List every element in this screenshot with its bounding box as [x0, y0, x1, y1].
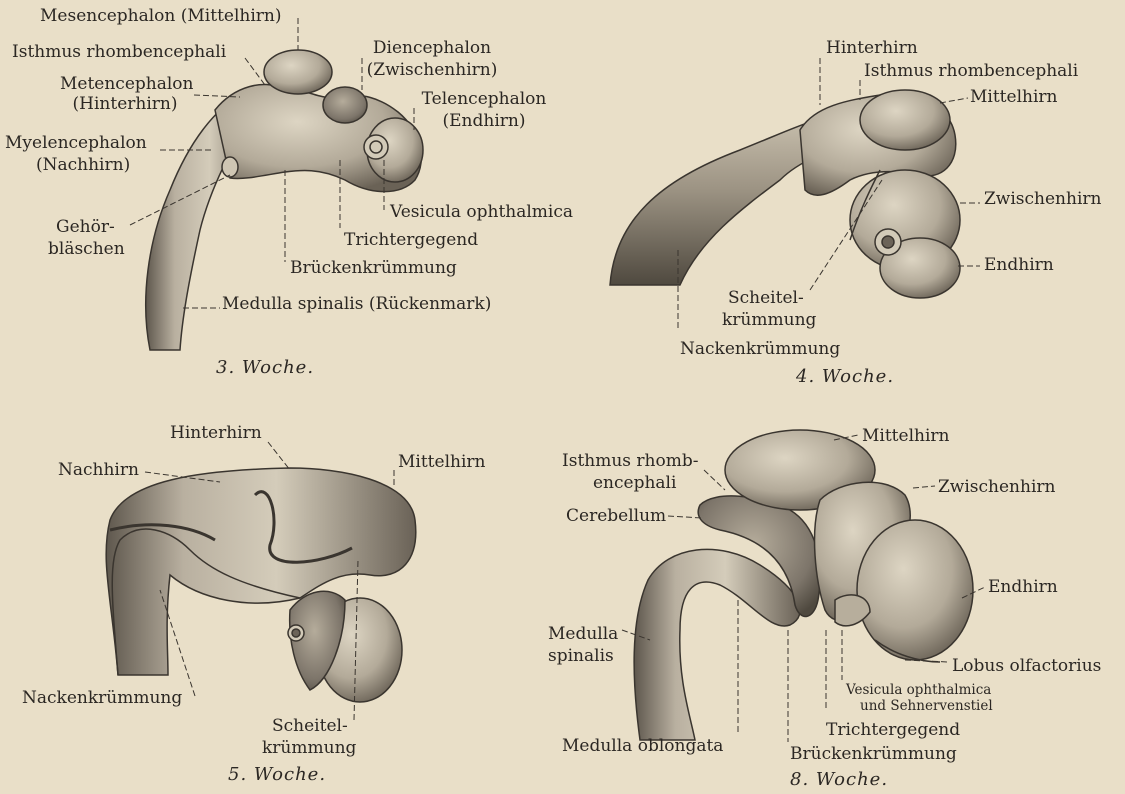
label-mittelhirn: Mittelhirn [970, 87, 1057, 107]
caption-week-4: 4. Woche. [796, 367, 894, 387]
label-nackenkruemmung: Nackenkrümmung [22, 688, 182, 708]
label-telencephalon: Telencephalon [414, 89, 554, 109]
caption-week-5: 5. Woche. [228, 765, 326, 785]
label-cerebellum: Cerebellum [566, 506, 666, 526]
label-isthmus-rhombencephali: Isthmus rhombencephali [864, 61, 1078, 81]
label-myelencephalon: Myelencephalon [5, 133, 147, 153]
label-isthmus-rhombencephali: Isthmus rhombencephali [12, 42, 226, 62]
figure-week-4 [610, 90, 960, 298]
figure-week-5 [106, 468, 416, 702]
label-hinterhirn: Hinterhirn [826, 38, 918, 58]
label-myelencephalon-german: (Nachhirn) [36, 155, 130, 175]
label-hinterhirn: Hinterhirn [170, 423, 262, 443]
label-medulla-spinalis-1: Medulla [548, 624, 618, 644]
label-medulla-oblongata: Medulla oblongata [562, 736, 723, 756]
label-isthmus-rhombencephali-2: encephali [593, 473, 676, 493]
label-vesicula-ophthalmica: Vesicula ophthalmica [390, 202, 573, 222]
label-mittelhirn: Mittelhirn [398, 452, 485, 472]
label-mesencephalon: Mesencephalon (Mittelhirn) [40, 6, 282, 26]
label-endhirn: Endhirn [988, 577, 1058, 597]
label-scheitelkruemmung-1: Scheitel- [272, 716, 348, 736]
label-medulla-spinalis: Medulla spinalis (Rückenmark) [222, 294, 491, 314]
label-mittelhirn: Mittelhirn [862, 426, 949, 446]
label-telencephalon-german: (Endhirn) [414, 111, 554, 131]
label-nackenkruemmung: Nackenkrümmung [680, 339, 840, 359]
label-trichtergegend: Trichtergegend [826, 720, 960, 740]
label-lobus-olfactorius: Lobus olfactorius [952, 656, 1101, 676]
label-zwischenhirn: Zwischenhirn [938, 477, 1055, 497]
label-vesicula-ophthalmica-2: und Sehnervenstiel [860, 698, 993, 715]
label-gehoerblaeschen-1: Gehör- [56, 217, 115, 237]
caption-week-3: 3. Woche. [216, 358, 314, 378]
label-isthmus-rhombencephali-1: Isthmus rhomb- [562, 451, 698, 471]
label-scheitelkruemmung-2: krümmung [262, 738, 356, 758]
label-diencephalon-german: (Zwischenhirn) [362, 60, 502, 80]
label-vesicula-ophthalmica-1: Vesicula ophthalmica [846, 682, 991, 699]
label-metencephalon-german: (Hinterhirn) [60, 94, 190, 114]
label-scheitelkruemmung-1: Scheitel- [728, 288, 804, 308]
label-trichtergegend: Trichtergegend [344, 230, 478, 250]
label-gehoerblaeschen-2: bläschen [48, 239, 125, 259]
caption-week-8: 8. Woche. [790, 770, 888, 790]
label-metencephalon: Metencephalon [60, 74, 190, 94]
label-brueckenkruemmung: Brückenkrümmung [290, 258, 457, 278]
label-zwischenhirn: Zwischenhirn [984, 189, 1101, 209]
label-nachhirn: Nachhirn [58, 460, 139, 480]
label-endhirn: Endhirn [984, 255, 1054, 275]
label-scheitelkruemmung-2: krümmung [722, 310, 816, 330]
label-brueckenkruemmung: Brückenkrümmung [790, 744, 957, 764]
label-medulla-spinalis-2: spinalis [548, 646, 614, 666]
label-diencephalon: Diencephalon [362, 38, 502, 58]
